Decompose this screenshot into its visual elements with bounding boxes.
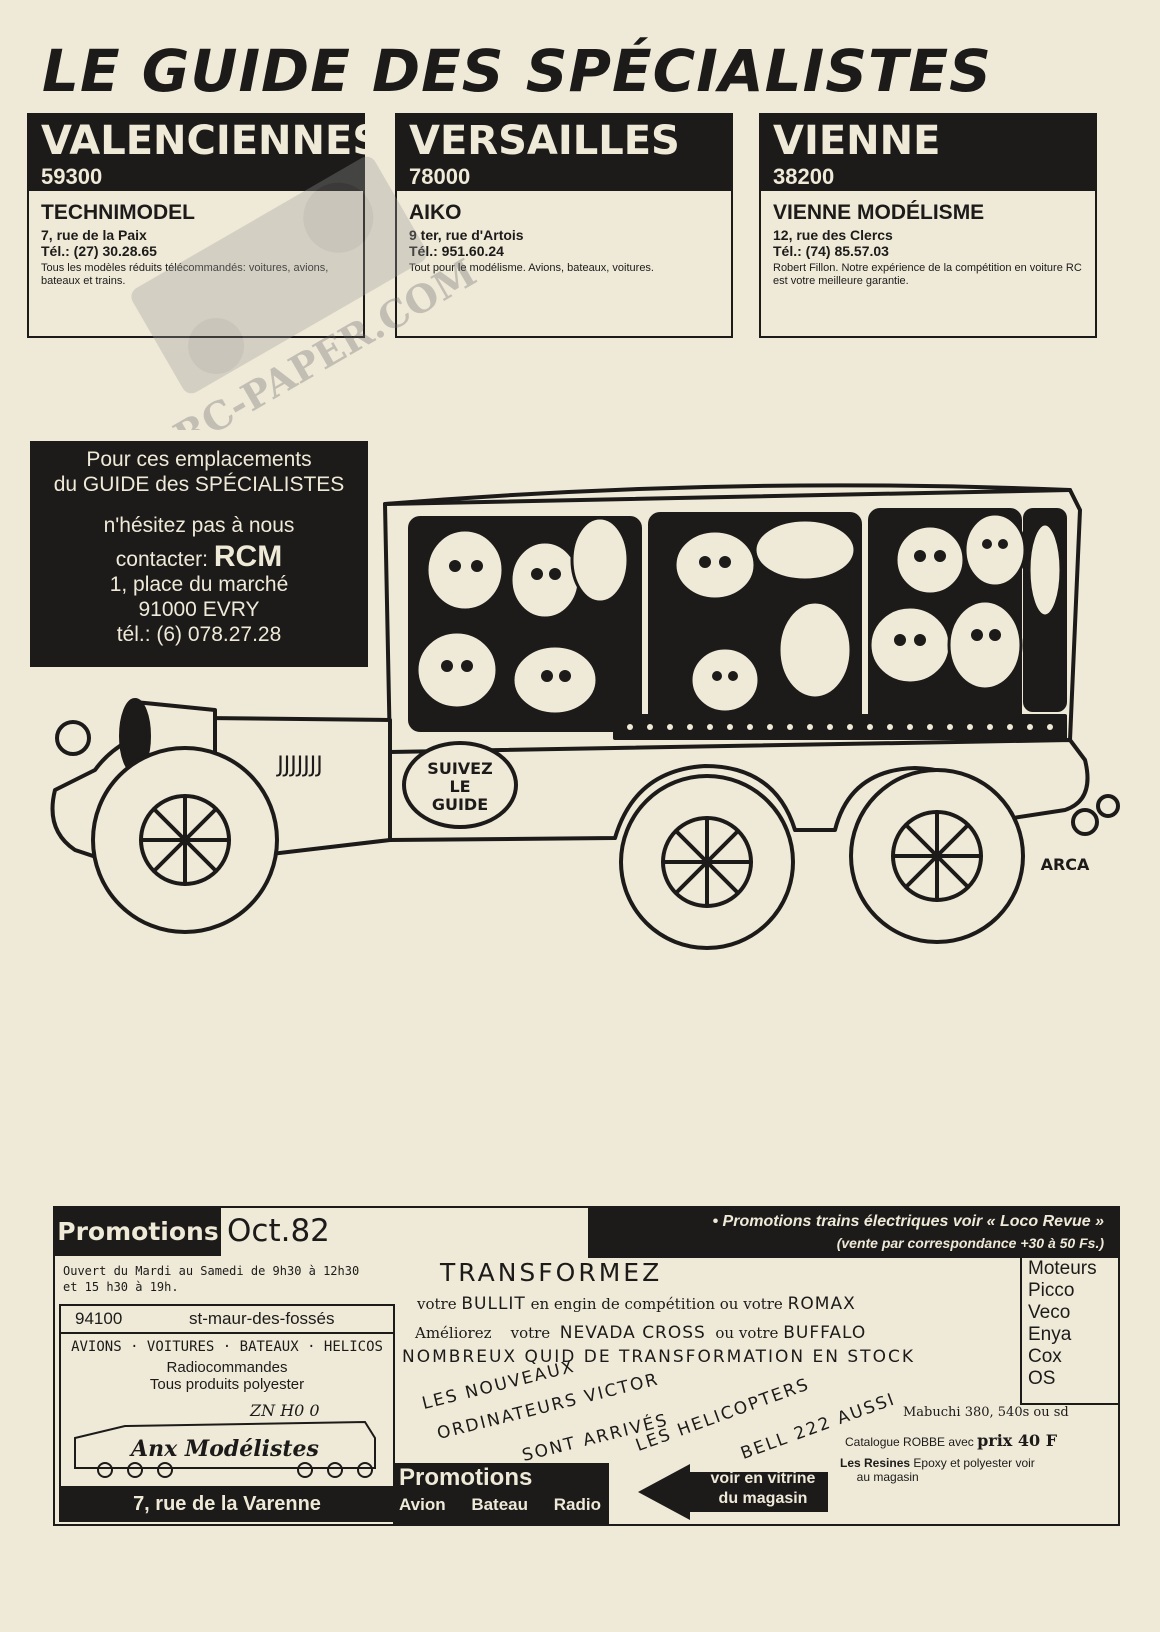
engine-item: Cox xyxy=(1028,1346,1062,1367)
shop-street: 7, rue de la Varenne xyxy=(61,1486,393,1520)
shop-categories: AVIONS · VOITURES · BATEAUX · HELICOS xyxy=(71,1339,383,1355)
contact-phone: tél.: (6) 078.27.28 xyxy=(116,623,282,646)
trains-line: • Promotions trains électriques voir « L… xyxy=(712,1213,1105,1230)
offer-line: Améliorez votre NEVADA CROSS ou votre BU… xyxy=(415,1323,867,1343)
promotions-categories: Promotions Avion Bateau Radio xyxy=(393,1463,609,1526)
promotions-label: Promotions xyxy=(55,1208,221,1256)
card-shop: AIKO xyxy=(409,201,462,224)
artist-signature: ARCA xyxy=(1041,855,1090,874)
logo-name: Anx Modélistes xyxy=(129,1436,319,1462)
logo-scale-text: ZN H0 0 xyxy=(249,1401,320,1420)
left-arrow-icon xyxy=(638,1464,828,1520)
shop-box: 94100 st-maur-des-fossés AVIONS · VOITUR… xyxy=(59,1304,395,1522)
promo-category: Avion xyxy=(399,1495,446,1514)
promo-category: Bateau xyxy=(471,1495,529,1514)
offer-line: votre BULLIT en engin de compétition ou … xyxy=(417,1294,856,1314)
card-address: 12, rue des Clercs xyxy=(773,227,893,243)
engine-item: Enya xyxy=(1028,1324,1072,1345)
engine-item: Picco xyxy=(1028,1280,1075,1301)
hours-line: Ouvert du Mardi au Samedi de 9h30 à 12h3… xyxy=(63,1264,360,1278)
engine-item: Veco xyxy=(1028,1302,1071,1323)
sign-text: SUIVEZ xyxy=(427,759,492,778)
card-address: 7, rue de la Paix xyxy=(41,227,147,243)
card-description: Robert Fillon. Notre expérience de la co… xyxy=(773,262,1082,287)
card-city: VALENCIENNES xyxy=(41,118,382,164)
hours-line: et 15 h30 à 19h. xyxy=(63,1280,179,1294)
trains-banner: • Promotions trains électriques voir « L… xyxy=(588,1208,1118,1258)
hood-vents: JJJJJJJ xyxy=(275,753,322,778)
page-title: LE GUIDE DES SPÉCIALISTES xyxy=(42,37,992,105)
shop-window-note: voir en vitrine du magasin xyxy=(710,1470,816,1507)
catalogue-note: Catalogue ROBBE avec prix 40 F xyxy=(845,1431,1058,1450)
card-shop: TECHNIMODEL xyxy=(41,201,195,224)
cartoon-car-illustration: SUIVEZ LE GUIDE JJJJJJJ ARCA xyxy=(50,483,1120,950)
mabuchi-note: Mabuchi 380, 540s ou sd xyxy=(903,1405,1069,1420)
card-phone: Tél.: 951.60.24 xyxy=(409,243,504,259)
sign-text: LE xyxy=(449,777,470,796)
card-description: Tout pour le modélisme. Avions, bateaux,… xyxy=(409,262,654,274)
card-phone: Tél.: (74) 85.57.03 xyxy=(773,243,889,259)
promotions-advertisement: Promotions Oct.82 • Promotions trains él… xyxy=(53,1206,1120,1526)
trains-line: (vente par correspondance +30 à 50 Fs.) xyxy=(836,1235,1104,1251)
transformez-heading: TRANSFORMEZ xyxy=(440,1258,663,1287)
contact-box: Pour ces emplacements du GUIDE des SPÉCI… xyxy=(30,441,368,667)
shop-zip: 94100 xyxy=(75,1309,123,1328)
contact-line: du GUIDE des SPÉCIALISTES xyxy=(53,473,345,496)
card-zip: 59300 xyxy=(41,164,103,189)
sign-text: GUIDE xyxy=(432,795,488,814)
contact-line: n'hésitez pas à nous xyxy=(103,514,295,537)
card-phone: Tél.: (27) 30.28.65 xyxy=(41,243,157,259)
resines-note: Les Resines Epoxy et polyester voir au m… xyxy=(840,1456,1035,1484)
contact-city: 91000 EVRY xyxy=(138,598,260,621)
offer-line: NOMBREUX QUID DE TRANSFORMATION EN STOCK xyxy=(402,1347,915,1367)
card-address: 9 ter, rue d'Artois xyxy=(409,227,524,243)
shop-radio: Radiocommandes xyxy=(166,1359,288,1376)
engines-list: Moteurs Picco Veco Enya Cox OS xyxy=(1020,1258,1120,1405)
card-city: VIENNE xyxy=(773,118,941,164)
contact-line: contacter: xyxy=(115,548,209,571)
engine-item: Moteurs xyxy=(1028,1258,1097,1279)
card-shop: VIENNE MODÉLISME xyxy=(773,201,985,224)
shop-polyester: Tous produits polyester xyxy=(149,1376,305,1393)
promo-category: Radio xyxy=(553,1495,601,1514)
card-city: VERSAILLES xyxy=(409,118,680,164)
engine-item: OS xyxy=(1028,1368,1056,1389)
ad-date: Oct.82 xyxy=(227,1213,330,1249)
contact-address: 1, place du marché xyxy=(109,573,289,596)
card-zip: 78000 xyxy=(409,164,471,189)
shop-logo: ZN H0 0 Anx Modélistes xyxy=(74,1401,376,1478)
opening-hours: Ouvert du Mardi au Samedi de 9h30 à 12h3… xyxy=(63,1263,359,1295)
promotions-title: Promotions xyxy=(399,1464,533,1491)
rcm-brand: RCM xyxy=(213,540,283,573)
card-description: Tous les modèles réduits télécommandés: … xyxy=(41,262,329,287)
shop-town: st-maur-des-fossés xyxy=(189,1309,335,1328)
card-zip: 38200 xyxy=(773,164,835,189)
contact-line: Pour ces emplacements xyxy=(86,448,312,471)
